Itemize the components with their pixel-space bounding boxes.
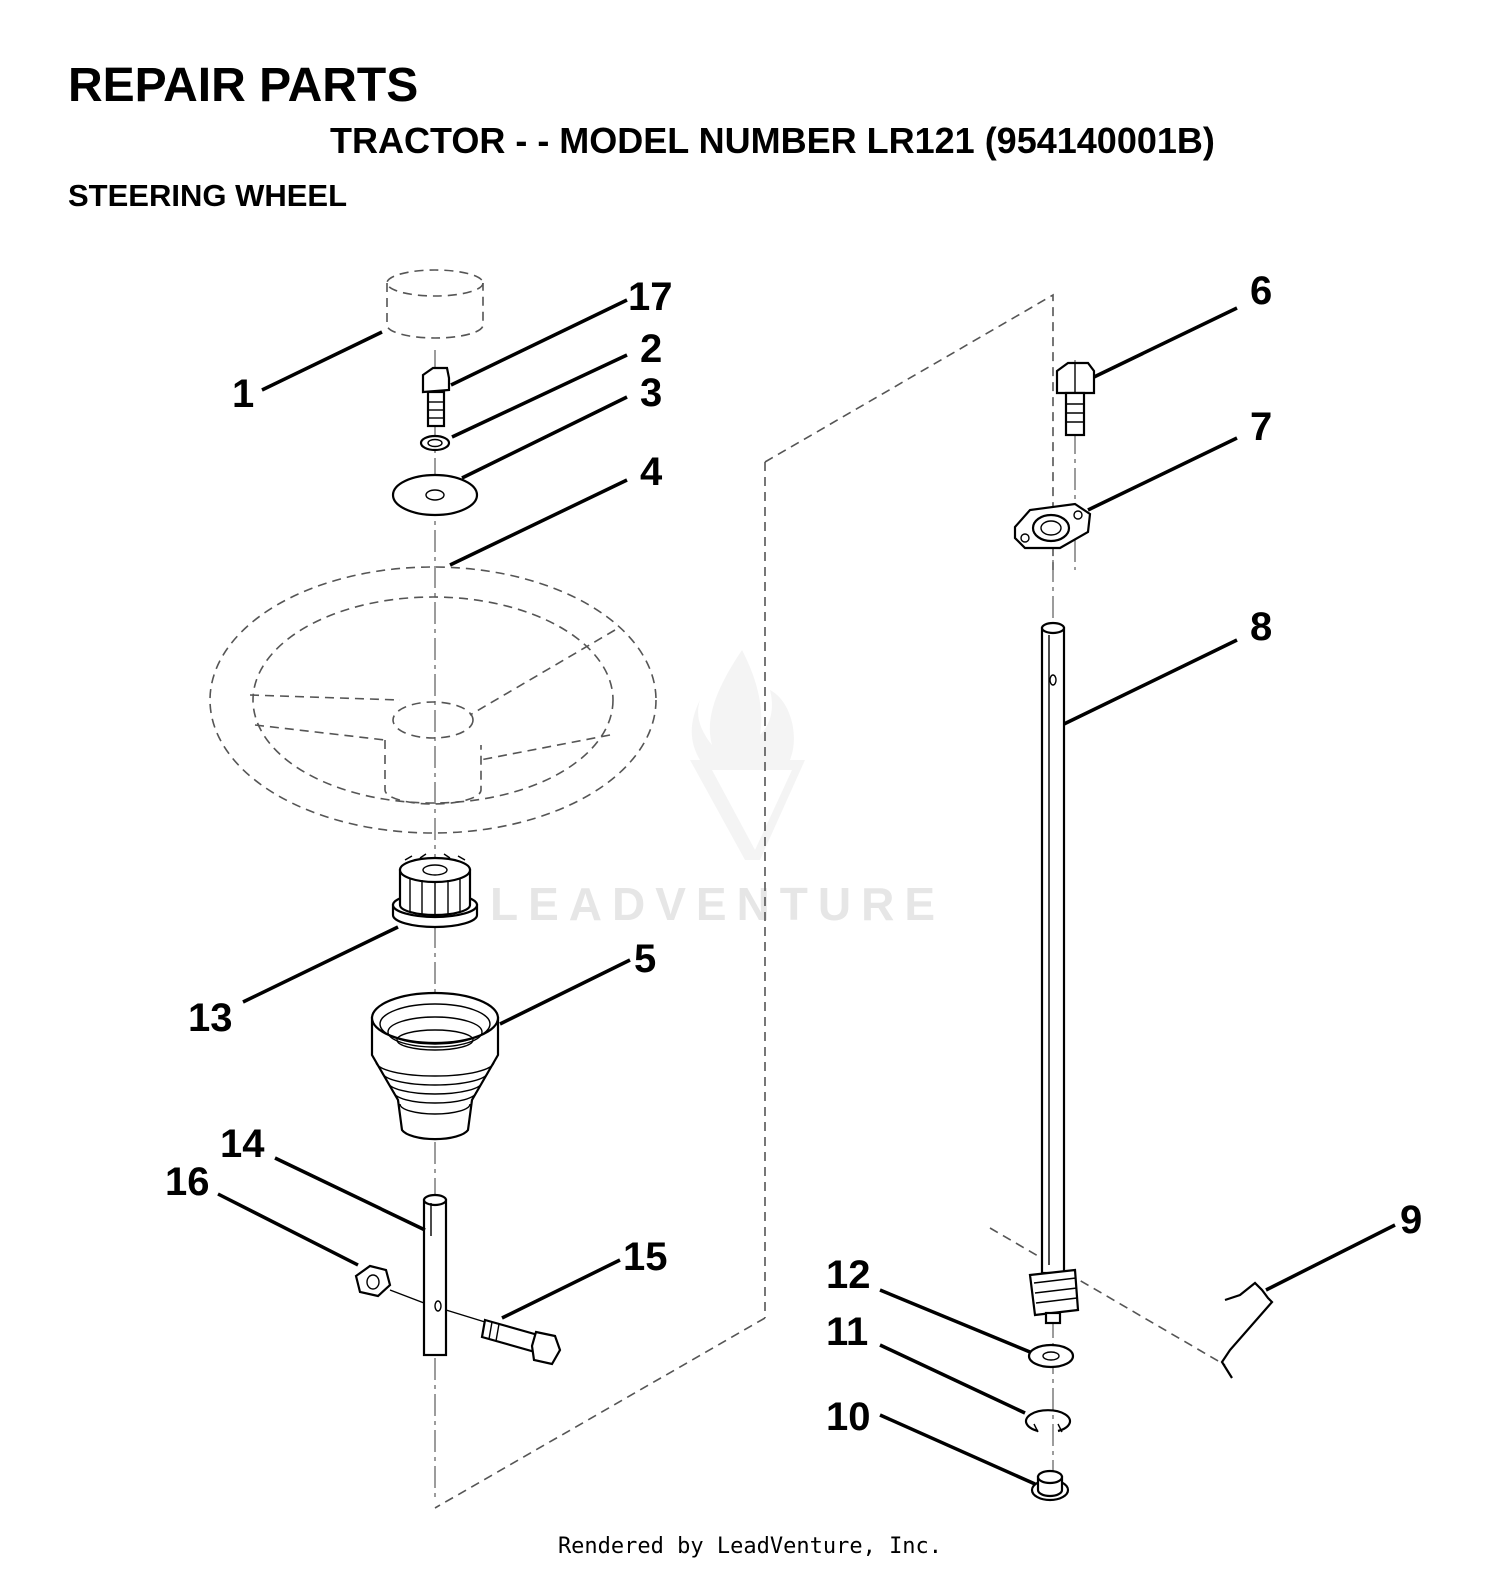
part-2-lock-washer[interactable] — [419, 434, 451, 452]
callout-12: 12 — [826, 1253, 871, 1297]
part-1-cap[interactable] — [386, 269, 484, 339]
part-7-flange-bearing[interactable] — [1013, 502, 1092, 550]
callout-15: 15 — [623, 1235, 668, 1279]
callout-14: 14 — [220, 1122, 265, 1166]
pinion-gear — [1028, 1268, 1080, 1325]
footer-credit: Rendered by LeadVenture, Inc. — [557, 1534, 943, 1559]
callout-3: 3 — [640, 371, 662, 415]
part-11-retaining-ring[interactable] — [1024, 1409, 1072, 1433]
callout-11: 11 — [826, 1310, 868, 1354]
section-title: STEERING WHEEL — [68, 178, 348, 213]
part-5-bushing[interactable] — [370, 991, 500, 1141]
callout-9: 9 — [1400, 1198, 1422, 1242]
part-3-flat-washer[interactable] — [391, 473, 479, 517]
part-12-washer[interactable] — [1027, 1343, 1075, 1369]
part-14-steering-shaft[interactable] — [422, 1193, 448, 1357]
part-4-steering-wheel[interactable] — [209, 566, 657, 834]
part-8-steering-shaft-long[interactable] — [1040, 621, 1066, 1275]
callout-17: 17 — [628, 275, 673, 319]
callout-16: 16 — [165, 1160, 210, 1204]
watermark: LEADVENTURE — [490, 650, 945, 930]
callout-13: 13 — [188, 996, 233, 1040]
part-6-hex-bolt[interactable] — [1055, 361, 1096, 437]
part-16-hex-nut[interactable] — [354, 1264, 425, 1304]
callout-1: 1 — [232, 372, 254, 416]
callout-numbers: 1 17 2 3 4 6 7 8 9 13 5 14 16 15 12 11 1… — [165, 269, 1422, 1439]
page-title: REPAIR PARTS — [68, 59, 419, 112]
watermark-text: LEADVENTURE — [490, 878, 945, 930]
callout-4: 4 — [640, 450, 663, 494]
callout-7: 7 — [1250, 405, 1272, 449]
callout-10: 10 — [826, 1395, 871, 1439]
part-17-bolt[interactable] — [421, 366, 451, 428]
callout-2: 2 — [640, 327, 662, 371]
leadventure-flame-logo — [690, 650, 805, 860]
callout-5: 5 — [634, 937, 656, 981]
frame-panel-phantom — [434, 293, 1226, 1509]
callout-6: 6 — [1250, 269, 1272, 313]
part-13-splined-adapter[interactable] — [391, 853, 479, 929]
part-9-spring-clip[interactable] — [1220, 1281, 1274, 1379]
part-10-bushing[interactable] — [1030, 1469, 1070, 1502]
callout-8: 8 — [1250, 605, 1272, 649]
leader-lines — [217, 298, 1396, 1486]
part-15-bolt[interactable] — [445, 1309, 562, 1366]
model-subtitle: TRACTOR - - MODEL NUMBER LR121 (95414000… — [330, 120, 1215, 161]
